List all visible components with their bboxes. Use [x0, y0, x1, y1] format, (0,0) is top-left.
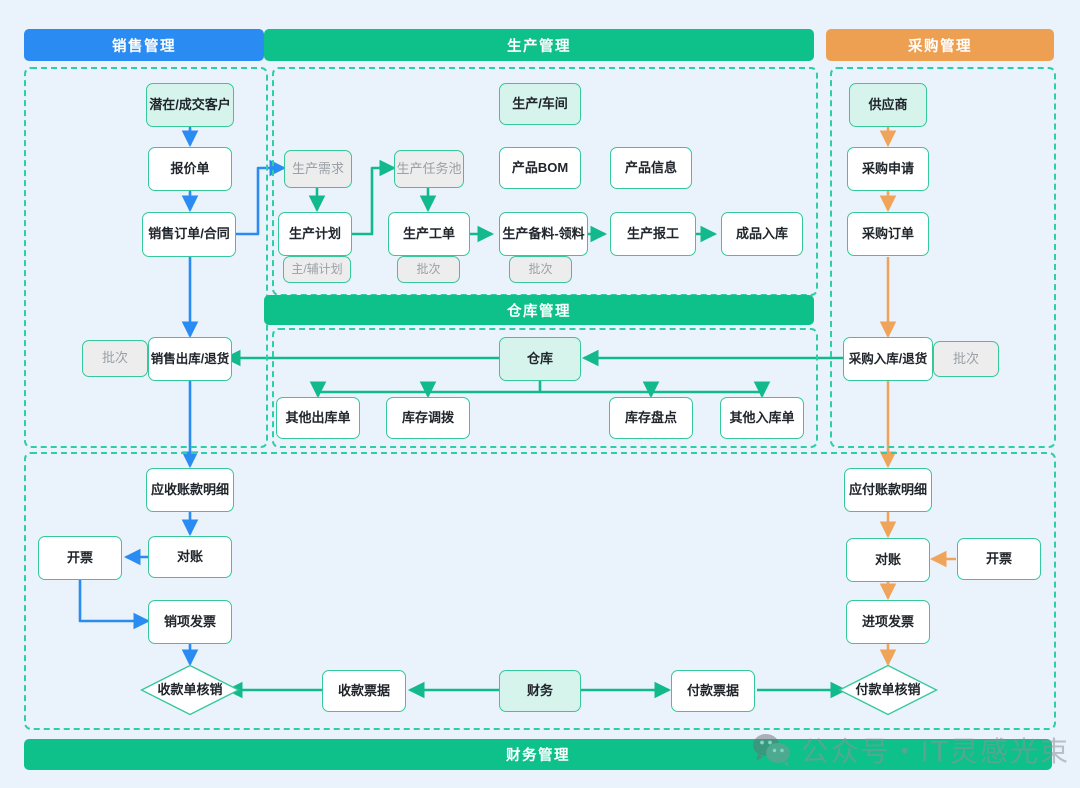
node-ar-reconciliation[interactable]: 对账: [148, 536, 232, 578]
header-finance: 财务管理: [24, 739, 1052, 770]
node-label: 开票: [985, 550, 1012, 566]
header-production-label: 生产管理: [507, 38, 571, 55]
group-finance: [24, 452, 1056, 730]
node-label: 付款单核销: [855, 681, 921, 697]
node-label: 销项发票: [163, 613, 216, 629]
node-label: 财务: [526, 682, 553, 698]
node-label: 产品信息: [624, 159, 677, 175]
node-receipt-writeoff[interactable]: 收款单核销: [140, 664, 240, 716]
node-other-outbound[interactable]: 其他出库单: [276, 397, 360, 439]
node-inventory-transfer[interactable]: 库存调拨: [386, 397, 470, 439]
node-ap-invoice-issue[interactable]: 开票: [957, 538, 1041, 580]
node-label: 开票: [66, 549, 93, 565]
node-label: 收款单核销: [157, 681, 223, 697]
tag-material-batch: 批次: [509, 256, 572, 283]
node-label: 库存盘点: [624, 409, 677, 425]
header-production: 生产管理: [264, 29, 814, 61]
node-label: 销售出库/退货: [150, 351, 230, 366]
node-quotation[interactable]: 报价单: [148, 147, 232, 191]
node-finished-goods-inbound[interactable]: 成品入库: [721, 212, 803, 256]
diamond-shape: [140, 664, 240, 716]
node-label: 付款票据: [686, 682, 739, 698]
node-task-pool[interactable]: 生产任务池: [394, 150, 464, 188]
node-product-bom[interactable]: 产品BOM: [499, 147, 581, 189]
node-output-invoice[interactable]: 销项发票: [148, 600, 232, 644]
node-label: 对账: [176, 548, 203, 564]
node-label: 生产任务池: [396, 160, 462, 176]
node-label: 成品入库: [735, 225, 788, 241]
node-label: 批次: [101, 350, 128, 366]
header-purchase-label: 采购管理: [908, 38, 972, 55]
node-material-preparation-picking[interactable]: 生产备料-领料: [499, 212, 588, 256]
node-label: 对账: [874, 551, 901, 567]
node-label: 采购订单: [861, 225, 914, 241]
node-sales-order[interactable]: 销售订单/合同: [142, 212, 236, 257]
tag-purchase-inbound-batch: 批次: [933, 341, 999, 377]
node-production-demand[interactable]: 生产需求: [284, 150, 352, 188]
node-production-plan[interactable]: 生产计划: [278, 212, 352, 256]
node-work-order[interactable]: 生产工单: [388, 212, 470, 256]
node-label: 采购入库/退货: [848, 351, 928, 366]
node-label: 批次: [952, 350, 979, 366]
node-receipt-voucher[interactable]: 收款票据: [322, 670, 406, 712]
group-purchase: [830, 67, 1056, 448]
node-label: 主/辅计划: [291, 261, 343, 276]
node-label: 采购申请: [861, 160, 914, 176]
node-payment-voucher[interactable]: 付款票据: [671, 670, 755, 712]
node-label: 供应商: [868, 96, 908, 112]
node-label: 批次: [416, 261, 441, 276]
node-label: 批次: [528, 261, 553, 276]
node-production-workshop[interactable]: 生产/车间: [499, 83, 581, 125]
node-label: 生产备料-领料: [502, 225, 585, 241]
node-ap-detail[interactable]: 应付账款明细: [844, 468, 932, 512]
node-purchase-order[interactable]: 采购订单: [847, 212, 929, 256]
node-label: 生产报工: [626, 225, 679, 241]
node-label: 报价单: [170, 160, 210, 176]
node-ar-detail[interactable]: 应收账款明细: [146, 468, 234, 512]
header-finance-label: 财务管理: [506, 748, 570, 764]
header-warehouse-label: 仓库管理: [507, 303, 571, 320]
node-label: 库存调拨: [401, 409, 454, 425]
tag-production-plan-type: 主/辅计划: [283, 256, 351, 283]
node-label: 潜在/成交客户: [149, 96, 231, 112]
node-product-info[interactable]: 产品信息: [610, 147, 692, 189]
node-label: 销售订单/合同: [148, 226, 230, 242]
node-warehouse[interactable]: 仓库: [499, 337, 581, 381]
node-label: 仓库: [526, 350, 553, 366]
diamond-shape: [838, 664, 938, 716]
node-label: 生产计划: [288, 225, 341, 241]
node-sales-outbound-return[interactable]: 销售出库/退货: [148, 337, 232, 381]
node-label: 应收账款明细: [150, 481, 229, 497]
header-warehouse: 仓库管理: [264, 295, 814, 325]
node-label: 进项发票: [861, 613, 914, 629]
node-label: 生产需求: [291, 160, 344, 176]
node-label: 生产工单: [402, 225, 455, 241]
node-label: 产品BOM: [511, 159, 569, 175]
header-sales-label: 销售管理: [112, 38, 176, 55]
node-potential-customer[interactable]: 潜在/成交客户: [146, 83, 234, 127]
node-production-report[interactable]: 生产报工: [610, 212, 696, 256]
group-sales: [24, 67, 268, 448]
node-input-invoice[interactable]: 进项发票: [846, 600, 930, 644]
node-label: 其他出库单: [285, 409, 351, 425]
node-purchase-inbound-return[interactable]: 采购入库/退货: [843, 337, 933, 381]
node-finance-center[interactable]: 财务: [499, 670, 581, 712]
header-sales: 销售管理: [24, 29, 264, 61]
node-label: 应付账款明细: [848, 481, 927, 497]
node-purchase-requisition[interactable]: 采购申请: [847, 147, 929, 191]
header-purchase: 采购管理: [826, 29, 1054, 61]
node-payment-writeoff[interactable]: 付款单核销: [838, 664, 938, 716]
node-ar-invoice-issue[interactable]: 开票: [38, 536, 122, 580]
node-label: 收款票据: [337, 682, 390, 698]
node-other-inbound[interactable]: 其他入库单: [720, 397, 804, 439]
tag-work-order-batch: 批次: [397, 256, 460, 283]
node-supplier[interactable]: 供应商: [849, 83, 927, 127]
node-ap-reconciliation[interactable]: 对账: [846, 538, 930, 582]
group-warehouse: [272, 328, 818, 448]
node-inventory-stocktake[interactable]: 库存盘点: [609, 397, 693, 439]
tag-sales-out-batch: 批次: [82, 340, 148, 377]
node-label: 生产/车间: [512, 95, 568, 111]
node-label: 其他入库单: [729, 409, 795, 425]
